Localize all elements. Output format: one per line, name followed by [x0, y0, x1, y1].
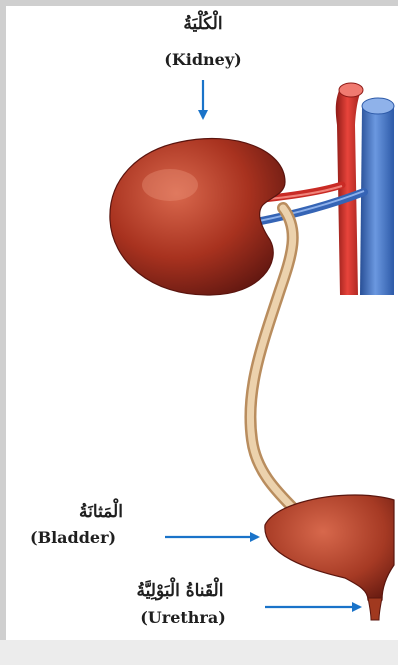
bladder-label-english: (Bladder)	[30, 528, 166, 547]
urethra-label-arabic: الْقَناةُ الْبَوْلِيَّةُ	[100, 581, 260, 601]
urethra-label-english: (Urethra)	[118, 608, 248, 627]
kidney-highlight	[142, 169, 198, 201]
bladder-label-arabic: الْمَثانَةُ	[46, 502, 156, 522]
kidney-label-arabic: الْكُلْيَةُ	[148, 14, 258, 34]
urethra-shape	[368, 598, 382, 620]
bladder-shape	[265, 495, 394, 600]
kidney-label-english: (Kidney)	[138, 50, 268, 69]
vein	[360, 98, 394, 295]
kidney-shape	[110, 138, 285, 295]
